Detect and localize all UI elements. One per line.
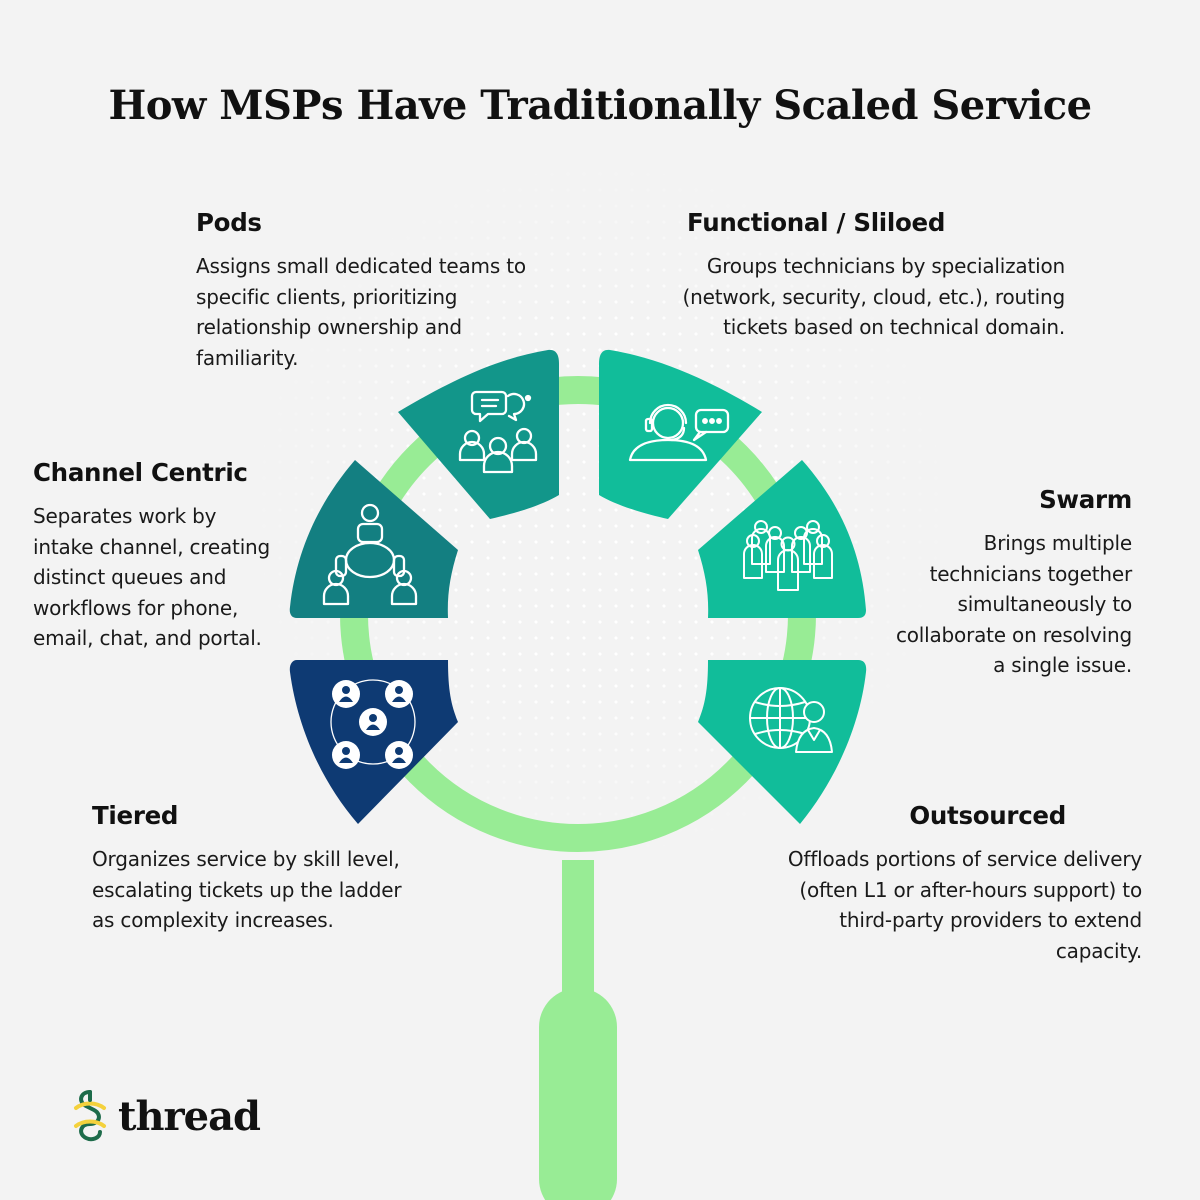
model-desc-channel-centric: Separates work by intake channel, creati…	[33, 504, 271, 650]
headset-agent-icon	[628, 403, 730, 462]
segment-swarm	[698, 460, 866, 618]
model-channel-centric: Channel Centric Separates work by intake…	[33, 458, 278, 654]
magnifier-neck	[562, 860, 594, 1000]
thread-logo: thread	[72, 1088, 261, 1146]
globe-person-icon	[749, 687, 833, 753]
model-title-functional: Functional / Sliloed	[687, 208, 946, 237]
model-title-tiered: Tiered	[92, 801, 179, 830]
model-desc-pods: Assigns small dedicated teams to specifi…	[196, 254, 526, 370]
thread-logo-icon	[74, 1090, 106, 1142]
round-table-icon	[322, 503, 418, 606]
model-pods: Pods Assigns small dedicated teams to sp…	[196, 208, 576, 373]
network-people-icon	[330, 679, 416, 769]
team-chat-icon	[458, 390, 538, 474]
model-desc-tiered: Organizes service by skill level, escala…	[92, 847, 402, 932]
logo-text: thread	[118, 1093, 261, 1140]
model-desc-functional: Groups technicians by specialization (ne…	[682, 254, 1066, 339]
segment-tiered	[289, 660, 458, 824]
model-swarm: Swarm Brings multiple technicians togeth…	[880, 485, 1132, 681]
model-tiered: Tiered Organizes service by skill level,…	[92, 801, 402, 936]
model-desc-outsourced: Offloads portions of service delivery (o…	[787, 847, 1142, 963]
page-title: How MSPs Have Traditionally Scaled Servi…	[108, 82, 1092, 129]
segment-outsourced	[698, 660, 867, 824]
crowd-icon	[743, 520, 833, 591]
model-title-channel-centric: Channel Centric	[33, 458, 248, 487]
segment-functional	[599, 349, 762, 519]
model-title-pods: Pods	[196, 208, 262, 237]
model-outsourced: Outsourced Offloads portions of service …	[760, 801, 1142, 966]
segment-pods	[398, 349, 559, 519]
segment-channel-centric	[289, 460, 458, 618]
magnifier-handle	[539, 988, 617, 1200]
model-desc-swarm: Brings multiple technicians together sim…	[895, 531, 1132, 677]
model-title-outsourced: Outsourced	[909, 801, 1066, 830]
model-title-swarm: Swarm	[1039, 485, 1132, 514]
model-functional: Functional / Sliloed Groups technicians …	[660, 208, 1066, 343]
